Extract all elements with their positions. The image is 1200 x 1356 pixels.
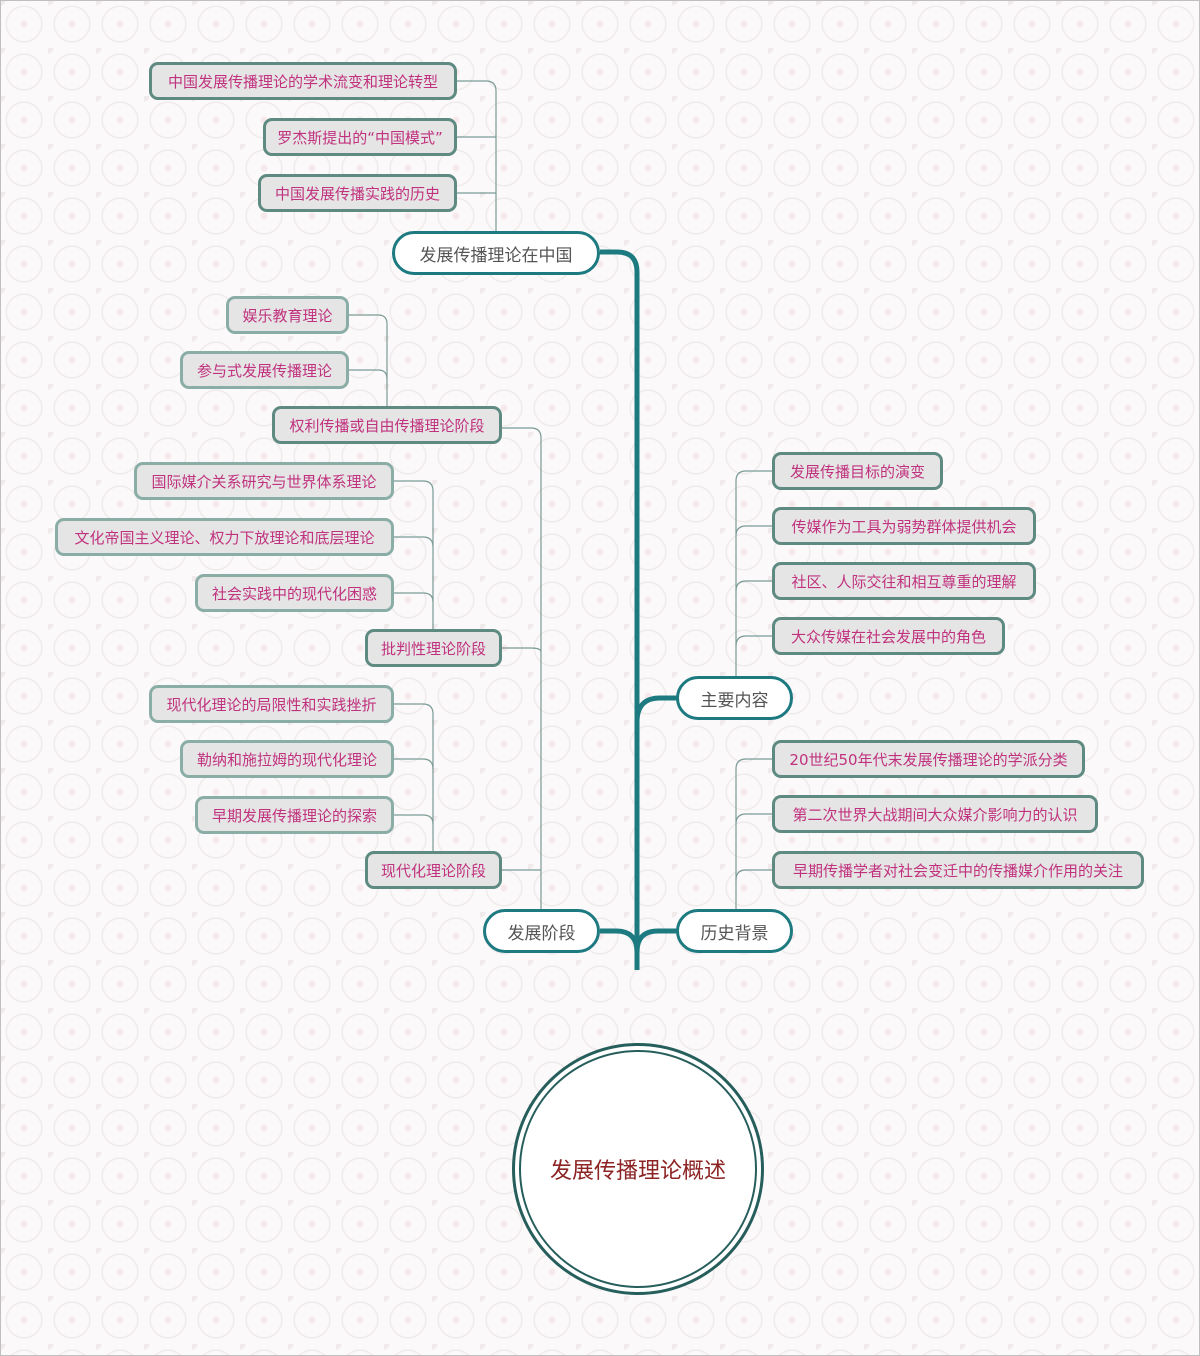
modern-item-2-label: 勒纳和施拉姆的现代化理论 bbox=[197, 750, 378, 769]
stage-modern-label: 现代化理论阶段 bbox=[381, 861, 487, 880]
critical-item-1[interactable]: 国际媒介关系研究与世界体系理论 bbox=[134, 462, 394, 500]
root-node[interactable]: 发展传播理论概述 bbox=[512, 1043, 764, 1295]
background-item-2-label: 第二次世界大战期间大众媒介影响力的认识 bbox=[792, 805, 1078, 824]
main-node-content-label: 主要内容 bbox=[700, 690, 769, 711]
background-item-3-label: 早期传播学者对社会变迁中的传播媒介作用的关注 bbox=[792, 861, 1123, 880]
rights-item-1[interactable]: 娱乐教育理论 bbox=[226, 296, 349, 334]
content-item-3[interactable]: 社区、人际交往和相互尊重的理解 bbox=[772, 562, 1036, 600]
modern-item-3[interactable]: 早期发展传播理论的探索 bbox=[195, 796, 394, 834]
china-item-3-label: 中国发展传播实践的历史 bbox=[275, 184, 441, 203]
critical-item-3-label: 社会实践中的现代化困惑 bbox=[212, 584, 378, 603]
content-item-2-label: 传媒作为工具为弱势群体提供机会 bbox=[791, 517, 1017, 536]
content-item-2[interactable]: 传媒作为工具为弱势群体提供机会 bbox=[772, 507, 1036, 545]
content-item-3-label: 社区、人际交往和相互尊重的理解 bbox=[791, 572, 1017, 591]
main-node-background[interactable]: 历史背景 bbox=[676, 909, 793, 953]
china-item-2-label: 罗杰斯提出的“中国模式” bbox=[277, 128, 443, 147]
background-item-3[interactable]: 早期传播学者对社会变迁中的传播媒介作用的关注 bbox=[772, 851, 1144, 889]
critical-item-2[interactable]: 文化帝国主义理论、权力下放理论和底层理论 bbox=[55, 518, 394, 556]
modern-item-3-label: 早期发展传播理论的探索 bbox=[212, 806, 378, 825]
content-item-1[interactable]: 发展传播目标的演变 bbox=[772, 452, 943, 490]
critical-item-3[interactable]: 社会实践中的现代化困惑 bbox=[195, 574, 394, 612]
branch-content bbox=[634, 695, 678, 723]
rights-item-2[interactable]: 参与式发展传播理论 bbox=[180, 351, 349, 389]
main-node-china[interactable]: 发展传播理论在中国 bbox=[392, 231, 600, 275]
stage-critical[interactable]: 批判性理论阶段 bbox=[365, 629, 502, 667]
china-item-3[interactable]: 中国发展传播实践的历史 bbox=[258, 174, 457, 212]
china-item-2[interactable]: 罗杰斯提出的“中国模式” bbox=[263, 118, 457, 156]
main-node-china-label: 发展传播理论在中国 bbox=[419, 245, 573, 266]
rights-item-2-label: 参与式发展传播理论 bbox=[197, 361, 333, 380]
main-node-stages[interactable]: 发展阶段 bbox=[483, 909, 600, 953]
branch-background bbox=[634, 928, 678, 953]
stage-rights[interactable]: 权利传播或自由传播理论阶段 bbox=[272, 406, 502, 444]
stage-rights-label: 权利传播或自由传播理论阶段 bbox=[289, 416, 485, 435]
modern-item-2[interactable]: 勒纳和施拉姆的现代化理论 bbox=[180, 740, 394, 778]
stage-critical-label: 批判性理论阶段 bbox=[381, 639, 487, 658]
trunk-line bbox=[600, 249, 640, 970]
stage-modern[interactable]: 现代化理论阶段 bbox=[365, 851, 502, 889]
main-node-stages-label: 发展阶段 bbox=[507, 923, 576, 944]
china-item-1[interactable]: 中国发展传播理论的学术流变和理论转型 bbox=[149, 62, 457, 100]
content-item-4-label: 大众传媒在社会发展中的角色 bbox=[790, 627, 986, 646]
main-node-background-label: 历史背景 bbox=[700, 923, 769, 944]
content-item-4[interactable]: 大众传媒在社会发展中的角色 bbox=[772, 617, 1005, 655]
main-node-content[interactable]: 主要内容 bbox=[676, 676, 793, 720]
branch-stages bbox=[600, 928, 640, 953]
background-item-1-label: 20世纪50年代末发展传播理论的学派分类 bbox=[789, 750, 1068, 769]
critical-item-2-label: 文化帝国主义理论、权力下放理论和底层理论 bbox=[74, 528, 375, 547]
root-title: 发展传播理论概述 bbox=[549, 1159, 726, 1184]
rights-item-1-label: 娱乐教育理论 bbox=[242, 306, 333, 325]
background-item-1[interactable]: 20世纪50年代末发展传播理论的学派分类 bbox=[772, 740, 1085, 778]
modern-item-1[interactable]: 现代化理论的局限性和实践挫折 bbox=[149, 685, 394, 723]
china-item-1-label: 中国发展传播理论的学术流变和理论转型 bbox=[167, 72, 438, 91]
content-item-1-label: 发展传播目标的演变 bbox=[789, 462, 925, 481]
modern-item-1-label: 现代化理论的局限性和实践挫折 bbox=[166, 695, 377, 714]
background-item-2[interactable]: 第二次世界大战期间大众媒介影响力的认识 bbox=[772, 795, 1098, 833]
critical-item-1-label: 国际媒介关系研究与世界体系理论 bbox=[151, 472, 377, 491]
